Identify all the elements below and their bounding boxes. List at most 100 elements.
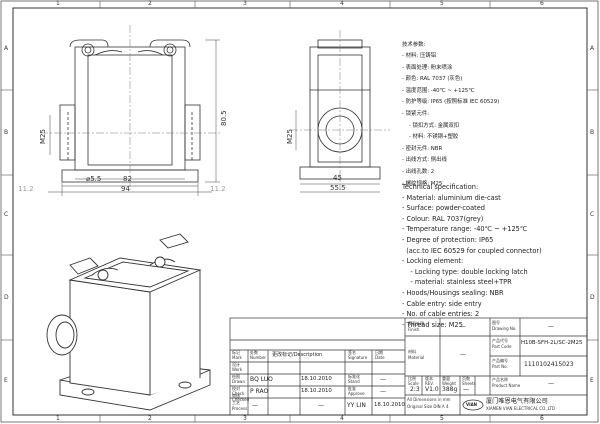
scale-label-en: Scale xyxy=(408,381,419,386)
spec-cn-line: - 密封元件: NBR xyxy=(402,145,443,152)
company-name-en: XIAMEN VIAN ELECTRICAL CO.,LTD xyxy=(486,406,555,411)
weight-label-cn: 重量 xyxy=(442,376,450,381)
rev-label-en: REV. xyxy=(425,381,434,386)
weight-label-en: Weight xyxy=(442,381,456,386)
work-en: Work xyxy=(232,367,243,372)
col-sig-en: Signature xyxy=(348,355,368,360)
approve-en: Approve xyxy=(348,391,365,396)
zone-row-b-left: B xyxy=(4,129,9,136)
drawn-date: 18.10.2010 xyxy=(301,376,332,382)
zone-col-6-bottom: 6 xyxy=(540,415,544,422)
dim-94: 94 xyxy=(121,185,130,193)
col-number-en: Number xyxy=(250,355,267,360)
sheets-value: — xyxy=(463,386,469,393)
stand-en: Stand xyxy=(348,379,360,384)
zone-col-5-bottom: 5 xyxy=(440,415,444,422)
spec-en-line: - Hoods/Housings sealing: NBR xyxy=(402,288,504,297)
drawn-en: Drawn xyxy=(232,379,245,384)
drawing-no-label-cn: 图号 xyxy=(492,320,500,325)
finish-label-cn: 表面处理 xyxy=(408,321,424,326)
part-code-label-en: Part Code xyxy=(492,344,512,349)
approve-name: YY LIN xyxy=(347,402,366,409)
spec-en-line: - Material: aluminium die-cast xyxy=(402,193,501,202)
spec-cn-line: - 螺纹规格: M25 xyxy=(402,180,443,187)
col-mark-en: Mark xyxy=(232,355,242,360)
zone-row-d-left: D xyxy=(4,294,9,301)
spec-cn-line: - 出线孔数: 2 xyxy=(402,168,435,175)
spec-en-line: - material: stainless steel+TPR xyxy=(402,278,512,287)
spec-cn-line: - 出线方式: 侧出线 xyxy=(402,157,447,164)
spec-en-line: - Locking type: double locking latch xyxy=(402,267,528,276)
rev-label-cn: 版本 xyxy=(425,376,433,381)
spec-en: Technical specification: - Material: alu… xyxy=(402,183,587,331)
zone-col-2-bottom: 2 xyxy=(148,415,152,422)
part-no-value: 1110102415023 xyxy=(524,361,574,368)
part-no-label-en: Part No. xyxy=(492,364,508,369)
stand-value: — xyxy=(380,376,386,383)
spec-en-line: - Thread size: M25 xyxy=(402,320,463,329)
zone-row-d-right: D xyxy=(590,294,595,301)
zone-col-4-top: 4 xyxy=(340,0,344,7)
isometric-view xyxy=(46,233,211,411)
dim-82: 82 xyxy=(123,175,132,183)
col-desc-cn: 更改标记 xyxy=(272,352,293,358)
check-en: Check xyxy=(232,391,245,396)
sheets-label-en: Sheets xyxy=(462,381,476,386)
drawn-cn: 绘图 xyxy=(232,374,240,379)
zone-row-b-right: B xyxy=(590,129,595,136)
col-desc: 更改标记/Description xyxy=(272,352,323,358)
spec-cn-line: - 锁紧元件: xyxy=(402,110,430,117)
company-name-cn: 厦门唯恩电气有限公司 xyxy=(486,398,548,405)
approve-date: 18.10.2010 xyxy=(374,402,405,408)
col-desc-en: Description xyxy=(293,352,323,358)
part-code-value: H10B-SFH-2L/SC-2M25 xyxy=(521,340,583,346)
approve-cn: 批准 xyxy=(348,386,356,391)
zone-col-4-bottom: 4 xyxy=(340,415,344,422)
zone-row-e-right: E xyxy=(590,377,594,384)
product-name-value: — xyxy=(548,380,554,387)
zone-col-6-top: 6 xyxy=(540,0,544,7)
spec-en-line: - Degree of protection: IP65 xyxy=(402,235,494,244)
spec-cn-line: - 材料: 不锈钢+塑胶 xyxy=(402,134,459,141)
zone-col-5-top: 5 xyxy=(440,0,444,7)
stand-cn: 标准化 xyxy=(348,374,360,379)
weight-value: 388g xyxy=(442,386,458,393)
spec-cn-line: - 锁扣方式: 金属双扣 xyxy=(402,122,460,129)
process-en: Process xyxy=(232,406,248,411)
units-line-1: All Dimensions in mm xyxy=(407,397,451,402)
sheets-label-cn: 页数 xyxy=(462,376,470,381)
material-label-cn: 材料 xyxy=(408,349,416,354)
process-cn: 工艺 xyxy=(232,400,240,405)
material-value: — xyxy=(460,351,466,358)
scale-label-cn: 比例 xyxy=(408,376,416,381)
work-cn: 设计 xyxy=(232,362,240,367)
col-date-cn: 日期 xyxy=(375,350,383,355)
finish-label-en: Finish xyxy=(408,327,420,332)
product-name-label-en: Product Name xyxy=(492,383,521,388)
logo-icon xyxy=(462,399,484,411)
dim-m25-side: M25 xyxy=(286,129,294,144)
dim-45: 45 xyxy=(333,174,342,182)
zone-row-c-left: C xyxy=(4,211,9,218)
zone-col-1-top: 1 xyxy=(56,0,60,7)
spec-en-line: - Surface: powder-coated xyxy=(402,204,485,213)
spec-en-line: - Temperature range: -40℃ ~ +125℃ xyxy=(402,225,528,234)
zone-row-e-left: E xyxy=(4,377,8,384)
dim-m25-front: M25 xyxy=(39,129,47,144)
checked-en: Checked xyxy=(232,397,250,402)
spec-cn-line: - 表面处理: 粉末喷涂 xyxy=(402,64,453,71)
dim-112-right: 11.2 xyxy=(210,185,226,193)
title-block-grid xyxy=(229,317,588,416)
part-code-label-cn: 产品代号 xyxy=(492,338,508,343)
process-value: — xyxy=(252,402,258,409)
checked-date: 18.10.2010 xyxy=(301,388,332,394)
dim-112-left: 11.2 xyxy=(18,185,34,193)
zone-row-c-right: C xyxy=(590,211,595,218)
product-name-label-cn: 产品名称 xyxy=(492,377,508,382)
drawing-no-label-en: Drawing No. xyxy=(492,326,517,331)
checked-cn: 审核 xyxy=(232,393,240,398)
zone-col-3-top: 3 xyxy=(243,0,247,7)
checked-name: P RAO xyxy=(250,388,269,395)
